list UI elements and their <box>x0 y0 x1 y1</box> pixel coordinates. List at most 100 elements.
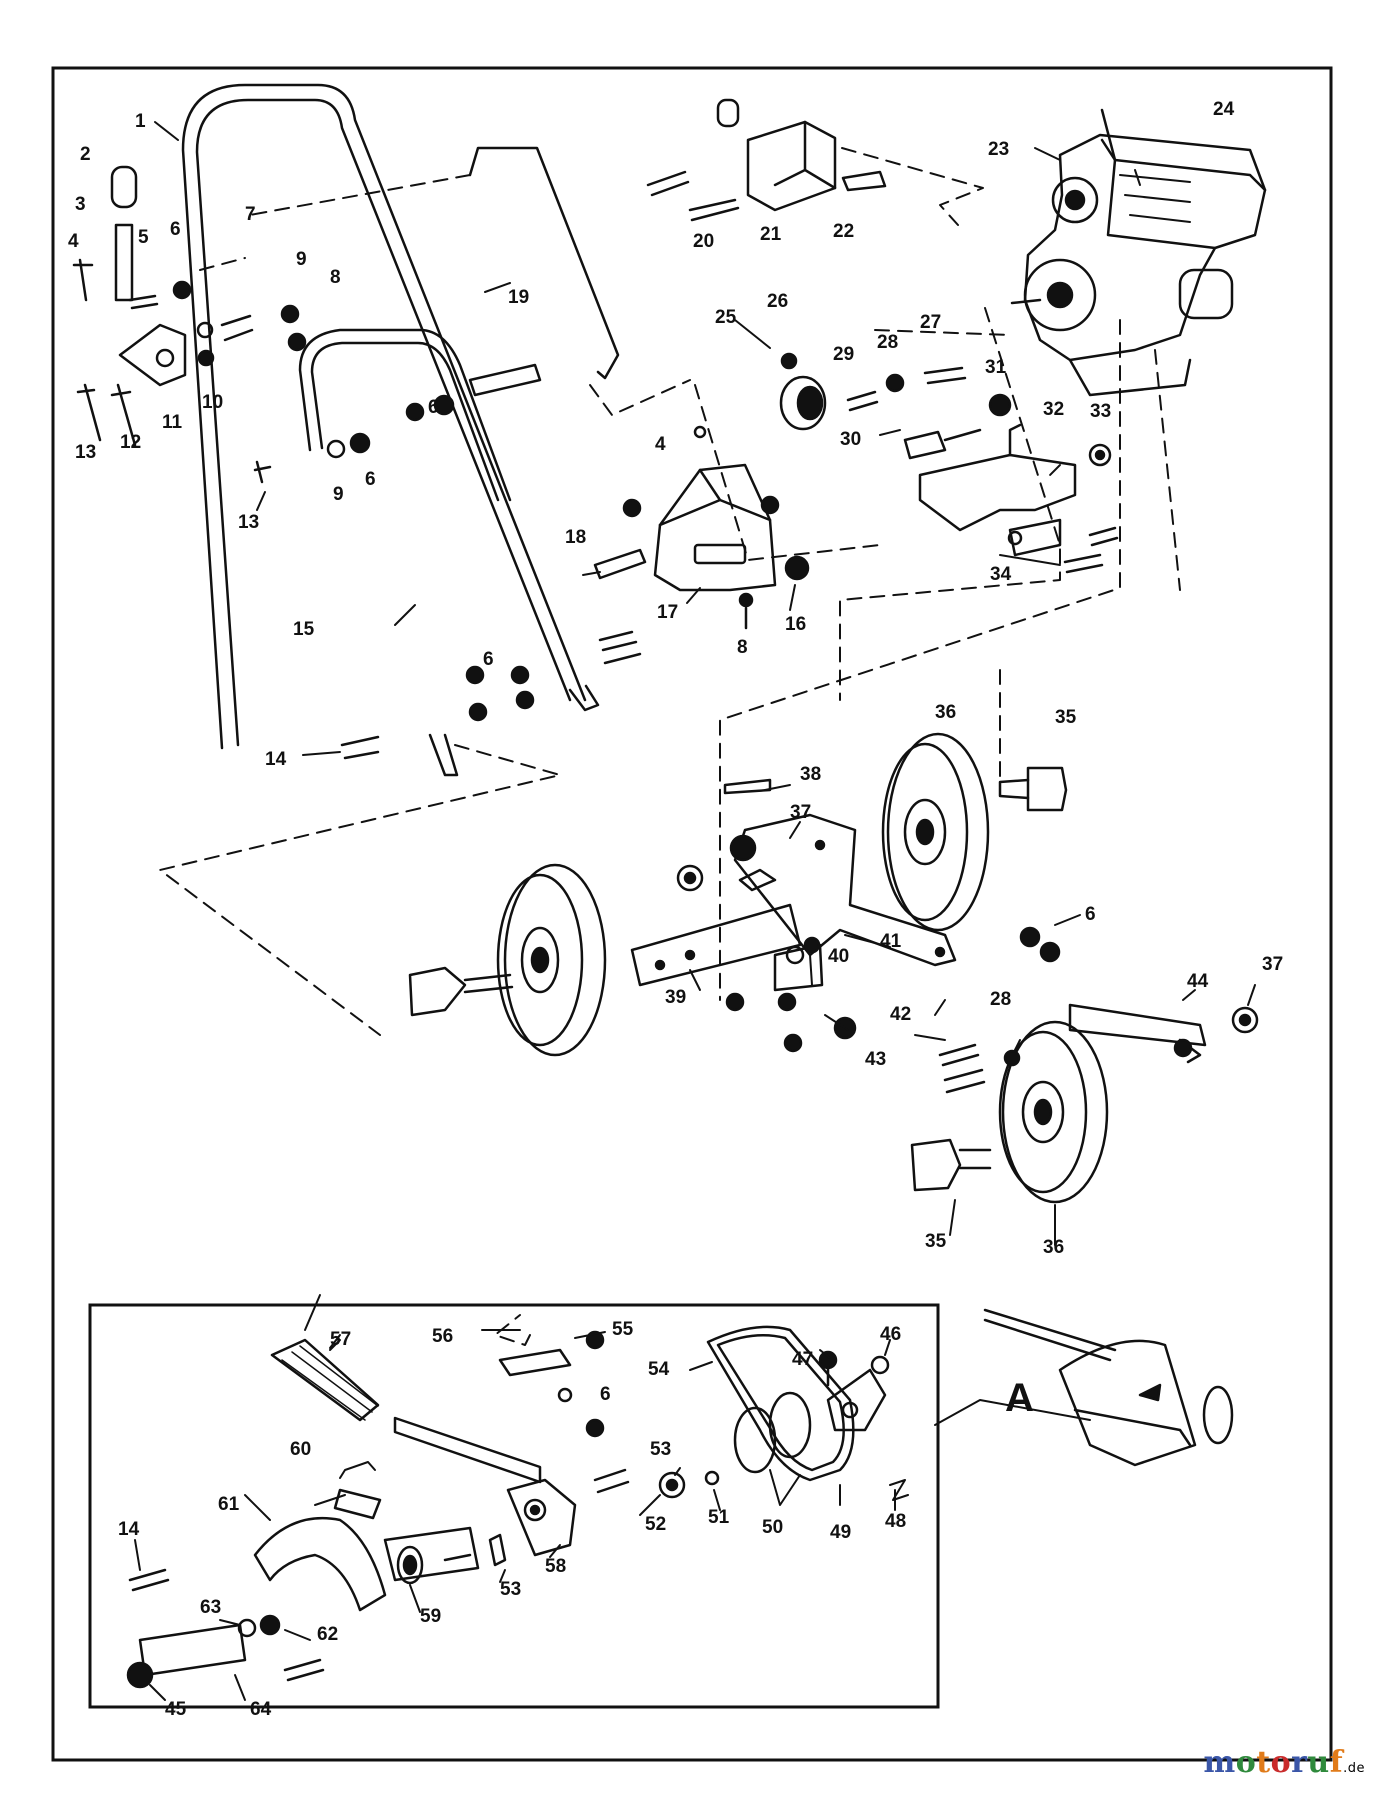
callout-6-f: 6 <box>600 1384 611 1405</box>
callout-5: 5 <box>138 227 149 248</box>
bracket-21 <box>646 98 887 222</box>
callout-30: 30 <box>840 429 862 450</box>
leader-lines <box>134 121 1256 1701</box>
bracket-32 <box>918 423 1119 574</box>
watermark-letter: o <box>1235 1745 1257 1780</box>
callout-6-b: 6 <box>428 397 439 418</box>
callout-52: 52 <box>645 1514 667 1535</box>
wheel-lower-right <box>998 1020 1109 1204</box>
callout-11: 11 <box>162 412 183 433</box>
callout-14-b: 14 <box>118 1519 140 1540</box>
callout-57: 57 <box>330 1329 352 1350</box>
callout-19: 19 <box>508 287 530 308</box>
callout-13-b: 13 <box>238 512 260 533</box>
watermark-letter: r <box>1291 1745 1308 1780</box>
watermark-letter: u <box>1307 1745 1330 1780</box>
callout-64: 64 <box>250 1699 272 1720</box>
callout-54: 54 <box>648 1359 670 1380</box>
inset-frame <box>88 1303 940 1709</box>
callout-42: 42 <box>890 1004 912 1025</box>
callout-60: 60 <box>290 1439 312 1460</box>
callout-55: 55 <box>612 1319 634 1340</box>
callout-33: 33 <box>1090 401 1112 422</box>
blade-guard-assembly-a <box>983 1308 1234 1467</box>
callout-62: 62 <box>317 1624 339 1645</box>
callout-35: 35 <box>1055 707 1077 728</box>
watermark-letter: o <box>1270 1745 1292 1780</box>
callout-34: 34 <box>990 564 1012 585</box>
callout-23: 23 <box>988 139 1010 160</box>
callout-36: 36 <box>935 702 957 723</box>
callout-45: 45 <box>165 1699 187 1720</box>
callout-12: 12 <box>120 432 142 453</box>
callout-28: 28 <box>877 332 899 353</box>
callout-26: 26 <box>767 291 789 312</box>
handle-assembly <box>181 83 600 777</box>
callout-27: 27 <box>920 312 942 333</box>
callout-7: 7 <box>245 204 256 225</box>
outer-frame <box>51 66 1333 1762</box>
callout-2: 2 <box>80 144 91 165</box>
callout-8-b: 8 <box>737 637 748 658</box>
callout-37: 37 <box>790 802 812 823</box>
wheel-upper-right <box>881 732 990 932</box>
watermark-suffix: .de <box>1343 1761 1365 1776</box>
callout-41: 41 <box>880 931 902 952</box>
callout-46: 46 <box>880 1324 902 1345</box>
callout-25: 25 <box>715 307 737 328</box>
watermark-letter: t <box>1256 1745 1271 1780</box>
watermark: motoruf.de <box>1203 1745 1365 1780</box>
inset-contents <box>126 1325 909 1689</box>
callout-58: 58 <box>545 1556 567 1577</box>
callout-3: 3 <box>75 194 86 215</box>
handle-fittings <box>72 165 642 760</box>
callout-4: 4 <box>68 231 79 252</box>
callout-9-b: 9 <box>333 484 344 505</box>
callout-59: 59 <box>420 1606 442 1627</box>
watermark-letter: f <box>1329 1745 1344 1780</box>
callout-40: 40 <box>828 946 850 967</box>
callout-61: 61 <box>218 1494 240 1515</box>
callout-51: 51 <box>708 1507 730 1528</box>
axle-bolts <box>408 766 1068 1192</box>
callout-20: 20 <box>693 231 715 252</box>
callout-29: 29 <box>833 344 855 365</box>
callout-10: 10 <box>202 392 224 413</box>
callout-47: 47 <box>792 1349 814 1370</box>
wheel-left <box>496 863 607 1057</box>
guide-lines <box>159 147 1181 1346</box>
bracket-17 <box>593 425 810 630</box>
engine <box>1010 108 1267 397</box>
lower-hardware <box>676 778 1259 1094</box>
callout-1: 1 <box>135 111 146 132</box>
callout-15: 15 <box>293 619 315 640</box>
callout-13: 13 <box>75 442 97 463</box>
callout-14: 14 <box>265 749 287 770</box>
callout-39: 39 <box>665 987 687 1008</box>
callout-16: 16 <box>785 614 807 635</box>
callout-21: 21 <box>760 224 782 245</box>
control-rod <box>468 146 620 380</box>
callout-49: 49 <box>830 1522 852 1543</box>
callout-6-d: 6 <box>483 649 494 670</box>
callout-35-b: 35 <box>925 1231 947 1252</box>
axle-frame <box>630 813 1207 1064</box>
callout-32: 32 <box>1043 399 1065 420</box>
callout-28-b: 28 <box>990 989 1012 1010</box>
callout-18: 18 <box>565 527 587 548</box>
callout-53: 53 <box>650 1439 672 1460</box>
callout-8: 8 <box>330 267 341 288</box>
callout-22: 22 <box>833 221 855 242</box>
callout-17: 17 <box>657 602 679 623</box>
callout-44: 44 <box>1187 971 1209 992</box>
callout-63: 63 <box>200 1597 222 1618</box>
watermark-text: motoruf <box>1203 1745 1343 1780</box>
callout-53-b: 53 <box>500 1579 522 1600</box>
callout-6-e: 6 <box>1085 904 1096 925</box>
callout-48: 48 <box>885 1511 907 1532</box>
callout-9: 9 <box>296 249 307 270</box>
callout-43: 43 <box>865 1049 887 1070</box>
callout-36-b: 36 <box>1043 1237 1065 1258</box>
callout-50: 50 <box>762 1517 784 1538</box>
